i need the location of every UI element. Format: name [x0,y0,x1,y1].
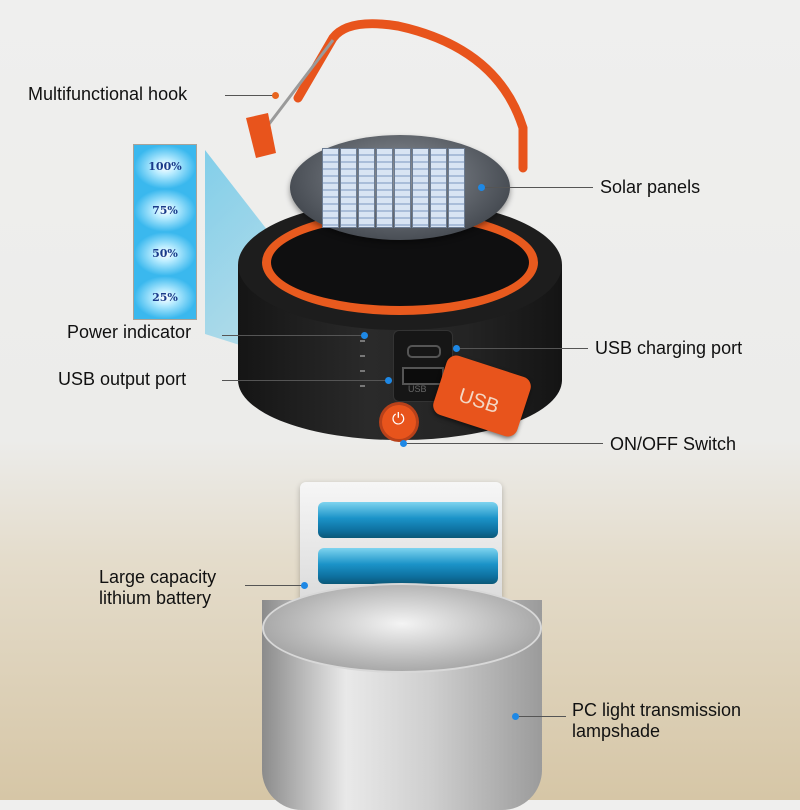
leader-line [518,716,566,717]
solar-panel-strip [412,148,429,228]
indicator-level: 100% [134,145,196,189]
solar-panel-strip [322,148,339,228]
solar-panel-strip [430,148,447,228]
label-battery-line1: Large capacity [99,567,217,587]
label-usb-output-port: USB output port [58,369,187,389]
solar-panel-strip [340,148,357,228]
callout-dot [272,92,279,99]
leader-line [245,585,303,586]
solar-panel-strip [358,148,375,228]
label-usb-charging-port: USB charging port [595,338,743,358]
label-lampshade-line2: lampshade [572,721,661,741]
lithium-battery-cell [318,502,498,538]
callout-dot [301,582,308,589]
lithium-battery-cell [318,548,498,584]
callout-dot [361,332,368,339]
indicator-led [360,355,365,357]
indicator-led [360,340,365,342]
usb-c-charging-port [407,345,441,358]
indicator-level: 50% [134,232,196,276]
label-power-indicator: Power indicator [67,322,192,342]
indicator-led [360,385,365,387]
leader-line [483,187,593,188]
power-icon: ⏻ [392,411,405,428]
leader-line [225,95,273,96]
callout-dot [400,440,407,447]
leader-line [458,348,588,349]
callout-dot [478,184,485,191]
label-on-off-switch: ON/OFF Switch [610,434,737,454]
leader-line [405,443,603,444]
label-lampshade-line1: PC light transmission [572,700,742,720]
indicator-led [360,370,365,372]
solar-panel-strip [448,148,465,228]
leader-line [222,335,362,336]
callout-dot [512,713,519,720]
callout-dot [385,377,392,384]
callout-dot [453,345,460,352]
usb-a-output-port [402,367,444,385]
solar-panel-strip [376,148,393,228]
indicator-level: 25% [134,275,196,319]
port-label: USB [408,384,427,394]
lampshade-rim [262,583,542,673]
solar-panel-strip [394,148,411,228]
leader-line [222,380,386,381]
label-battery-line2: lithium battery [99,588,212,608]
label-solar-panels: Solar panels [600,177,701,197]
multifunctional-hook [246,19,528,173]
on-off-switch: ⏻ [382,405,416,439]
power-indicator-chart: 100% 75% 50% 25% [133,144,197,320]
indicator-level: 75% [134,188,196,232]
label-multifunctional-hook: Multifunctional hook [28,84,188,104]
